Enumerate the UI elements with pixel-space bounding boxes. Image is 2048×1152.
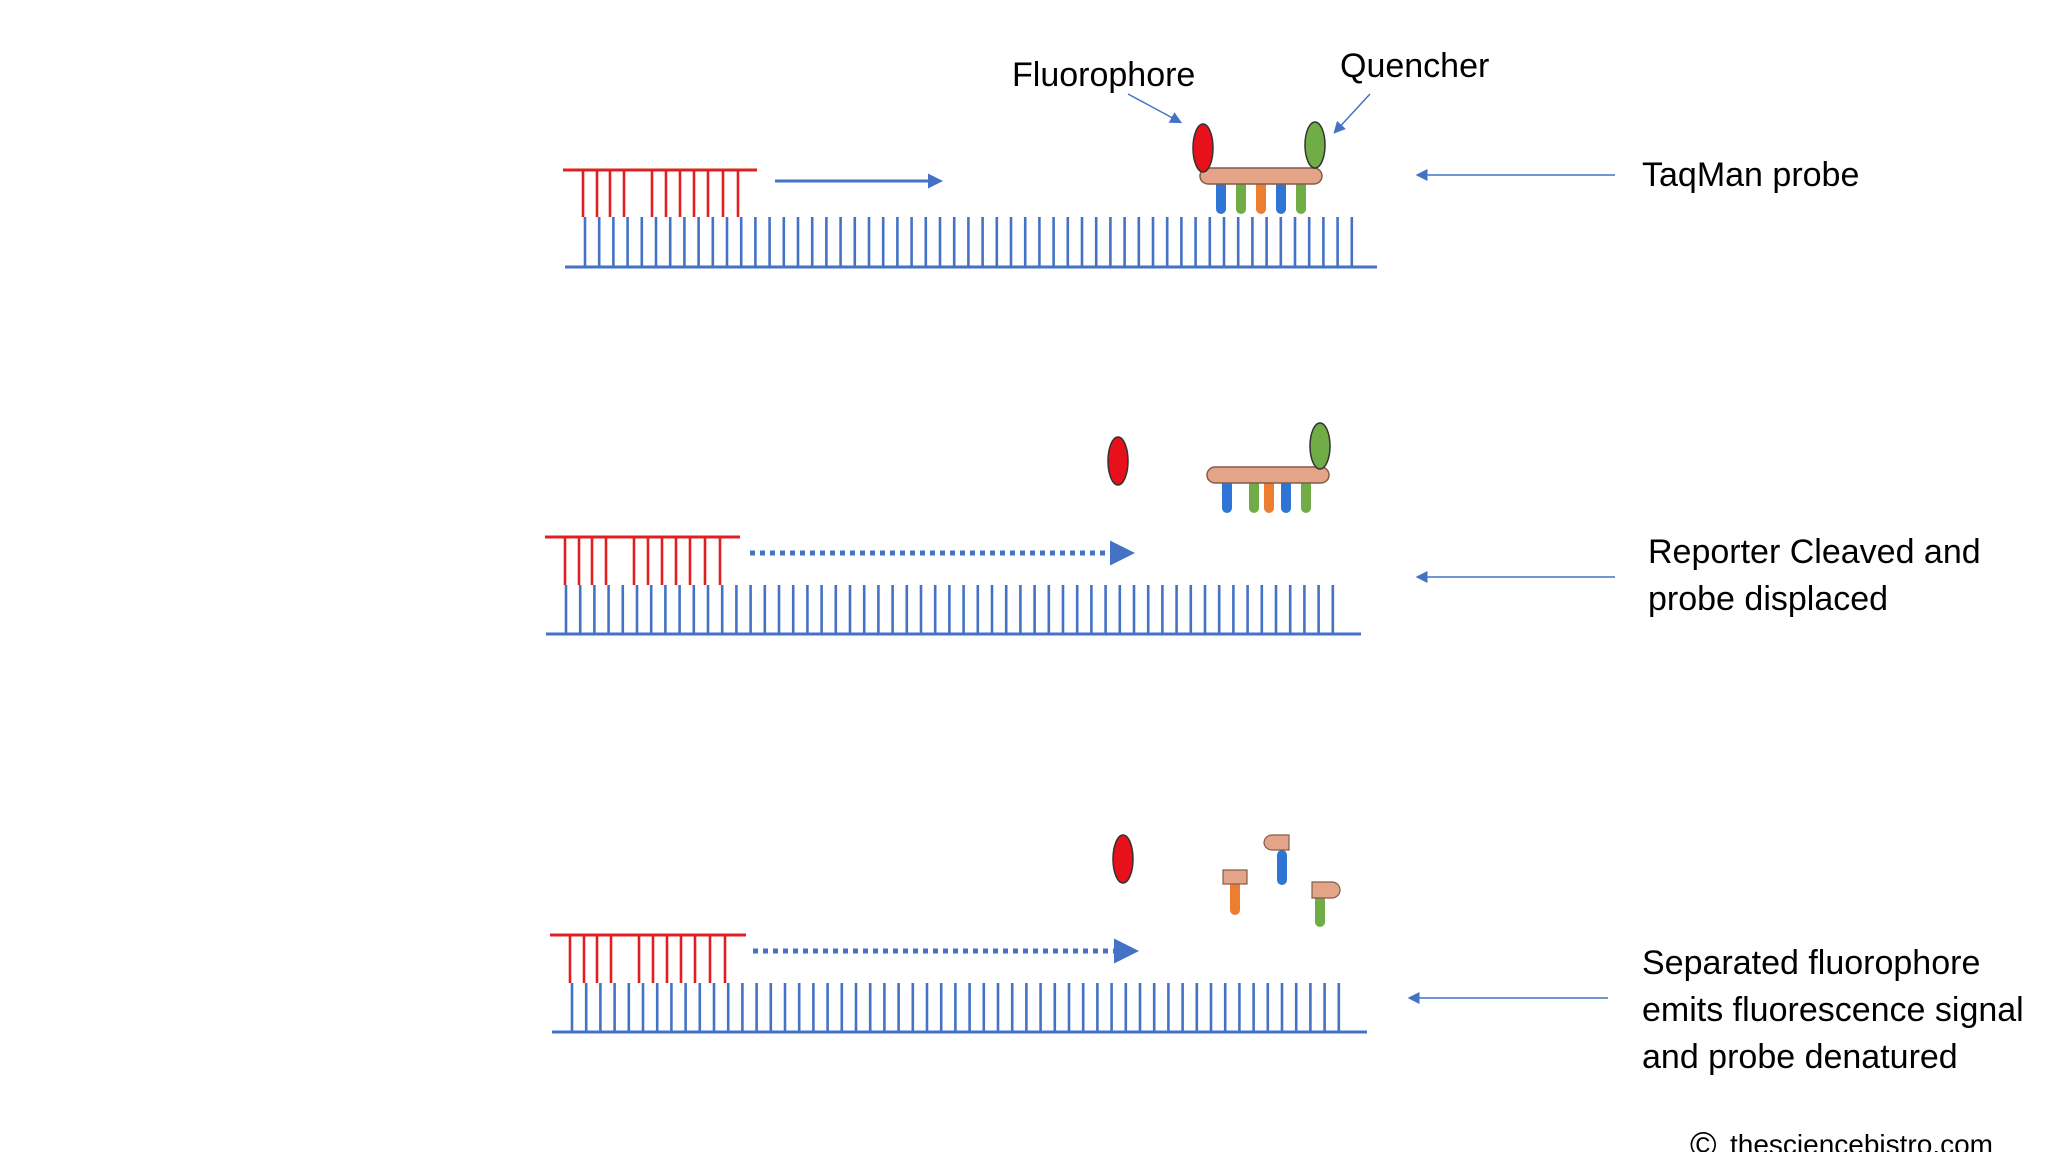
step-1-label: TaqMan probe xyxy=(1642,156,1859,194)
probe-base-orange xyxy=(1230,880,1240,915)
step-3-label-line-2: emits fluorescence signal xyxy=(1642,991,2024,1029)
probe-backbone-fragment xyxy=(1222,869,1248,885)
step-2-label-line-2: probe displaced xyxy=(1648,580,1888,618)
displaced-probe xyxy=(1206,422,1331,513)
quencher-pointer-arrow xyxy=(1333,93,1371,134)
step-1-panel: Fluorophore Quencher TaqMan probe xyxy=(563,47,1859,269)
step-2-label-line-1: Reporter Cleaved and xyxy=(1648,533,1981,571)
probe-base-green xyxy=(1236,180,1246,214)
probe-fragment-green xyxy=(1311,881,1341,927)
probe-base-blue xyxy=(1222,478,1232,513)
probe-base-blue xyxy=(1216,180,1226,214)
probe-fragment-blue xyxy=(1263,834,1290,885)
probe-backbone xyxy=(1206,466,1330,484)
template-strand-3 xyxy=(552,983,1367,1034)
step-3-label-line-1: Separated fluorophore xyxy=(1642,944,1980,982)
probe-base-orange xyxy=(1264,478,1274,513)
probe-fragment-orange xyxy=(1222,869,1248,915)
step-3-panel: Separated fluorophore emits fluorescence… xyxy=(550,834,2024,1076)
quencher-icon xyxy=(1309,422,1331,470)
probe-base-blue xyxy=(1276,180,1286,214)
probe-base-green xyxy=(1301,478,1311,513)
fluorophore-icon xyxy=(1107,436,1129,486)
primer-2 xyxy=(545,535,740,585)
fluorophore-pointer-arrow xyxy=(1127,93,1183,124)
probe-base-orange xyxy=(1256,180,1266,214)
template-strand-1 xyxy=(565,217,1377,269)
quencher-icon xyxy=(1304,121,1326,169)
quencher-label: Quencher xyxy=(1340,47,1489,85)
probe-base-blue xyxy=(1277,850,1287,885)
copyright-symbol: © xyxy=(1690,1124,1717,1152)
probe-backbone-fragment xyxy=(1263,834,1290,851)
step-2-panel: Reporter Cleaved and probe displaced xyxy=(545,422,1981,636)
probe-base-green xyxy=(1315,892,1325,927)
probe-backbone xyxy=(1199,167,1323,185)
taqman-probe-intact xyxy=(1192,121,1326,214)
template-strand-2 xyxy=(546,585,1361,636)
probe-base-blue xyxy=(1281,478,1291,513)
probe-backbone-fragment xyxy=(1311,881,1341,899)
fluorophore-icon xyxy=(1192,123,1214,173)
copyright-site: thesciencebistro.com xyxy=(1730,1129,1993,1152)
primer-1 xyxy=(563,168,757,217)
primer-3 xyxy=(550,933,746,983)
probe-base-green xyxy=(1296,180,1306,214)
fluorophore-label: Fluorophore xyxy=(1012,56,1195,94)
probe-base-green xyxy=(1249,478,1259,513)
step-3-label-line-3: and probe denatured xyxy=(1642,1038,1958,1076)
fluorophore-icon xyxy=(1112,834,1134,884)
copyright-mark: © thesciencebistro.com xyxy=(1690,1124,1993,1152)
